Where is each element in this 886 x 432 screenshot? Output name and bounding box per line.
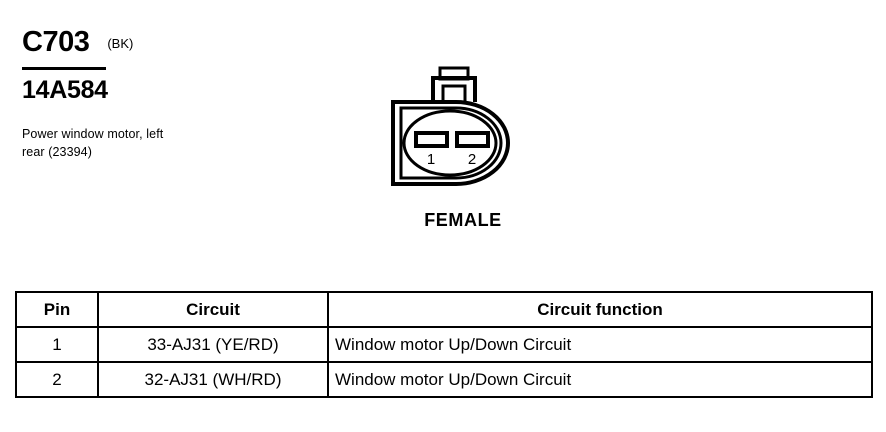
pin-number-1: 1	[427, 151, 435, 168]
cell-pin: 1	[15, 326, 99, 363]
cell-pin: 2	[15, 361, 99, 398]
cell-circuit-function: Window motor Up/Down Circuit	[327, 361, 873, 398]
connector-color-code: (BK)	[107, 36, 134, 51]
connector-id-row: C703 (BK)	[22, 28, 272, 62]
connector-latch-tab-inner	[441, 84, 467, 102]
cell-circuit: 32-AJ31 (WH/RD)	[97, 361, 329, 398]
column-header-circuit-function: Circuit function	[327, 291, 873, 328]
column-header-circuit: Circuit	[97, 291, 329, 328]
header-divider-rule	[22, 67, 106, 70]
connector-gender-label: FEMALE	[424, 210, 502, 230]
pin-number-2: 2	[468, 151, 476, 168]
connector-latch-tab-outer	[431, 76, 477, 102]
connector-description: Power window motor, left rear (23394)	[22, 127, 164, 160]
table-header-row: Pin Circuit Circuit function	[15, 291, 873, 328]
connector-diagram: 1 2 FEMALE	[378, 58, 548, 238]
table-row: 2 32-AJ31 (WH/RD) Window motor Up/Down C…	[15, 361, 873, 398]
connector-outline-svg: 1 2	[391, 66, 510, 186]
pin-slot-2	[455, 131, 490, 148]
connector-latch-cap	[438, 66, 470, 81]
cell-circuit: 33-AJ31 (YE/RD)	[97, 326, 329, 363]
connector-header-block: C703 (BK) 14A584 Power window motor, lef…	[22, 28, 272, 161]
pin-slot-1	[414, 131, 449, 148]
table-row: 1 33-AJ31 (YE/RD) Window motor Up/Down C…	[15, 326, 873, 363]
connector-cavity-oval	[402, 109, 498, 177]
connector-id: C703	[22, 26, 90, 58]
connector-outer-body	[391, 100, 510, 186]
connector-part-number: 14A584	[22, 76, 108, 104]
column-header-pin: Pin	[15, 291, 99, 328]
cell-circuit-function: Window motor Up/Down Circuit	[327, 326, 873, 363]
connector-inner-body	[399, 106, 503, 180]
pin-assignment-table: Pin Circuit Circuit function 1 33-AJ31 (…	[15, 291, 873, 398]
